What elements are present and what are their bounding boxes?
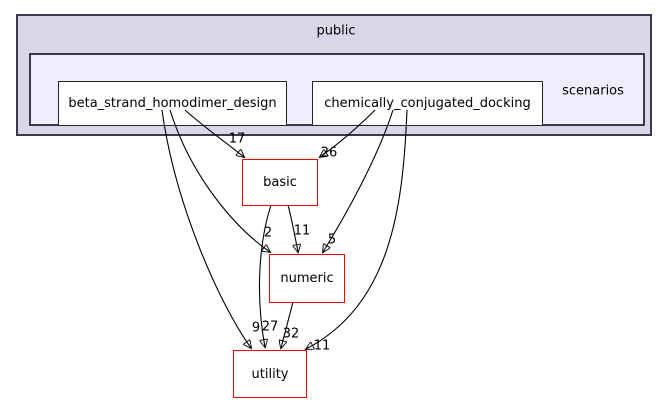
edge-chem-to-utility (306, 109, 408, 349)
node-utility[interactable]: utility (233, 350, 307, 398)
cluster-scenarios-label[interactable]: scenarios (562, 83, 624, 99)
edge-beta-to-basic (184, 109, 244, 157)
node-beta-strand-homodimer-design-label: beta_strand_homodimer_design (68, 96, 277, 111)
edge-label-chem-to-basic[interactable]: 26 (320, 145, 338, 161)
edge-numeric-to-utility (281, 301, 294, 348)
edge-label-basic-to-numeric[interactable]: 11 (293, 223, 311, 239)
edge-basic-to-numeric (287, 204, 298, 252)
node-chemically-conjugated-docking-label: chemically_conjugated_docking (324, 96, 531, 111)
node-numeric[interactable]: numeric (269, 254, 345, 303)
edge-beta-to-utility (161, 109, 251, 348)
edge-basic-to-utility (258, 204, 272, 347)
edge-label-chem-to-utility[interactable]: 11 (313, 338, 331, 354)
node-numeric-label: numeric (280, 271, 334, 286)
edge-label-chem-to-numeric[interactable]: 5 (327, 232, 337, 248)
node-utility-label: utility (251, 366, 289, 382)
node-basic[interactable]: basic (242, 159, 318, 206)
edge-label-beta-to-utility[interactable]: 9 (251, 320, 261, 336)
edge-label-beta-to-numeric[interactable]: 2 (263, 225, 273, 241)
edge-beta-to-numeric (169, 109, 270, 252)
edge-chem-to-numeric (323, 109, 394, 252)
cluster-public-label[interactable]: public (316, 23, 356, 39)
edge-label-numeric-to-utility[interactable]: 32 (282, 326, 300, 342)
node-basic-label: basic (263, 175, 297, 190)
edge-label-beta-to-basic[interactable]: 17 (228, 131, 246, 147)
edge-label-basic-to-utility[interactable]: 27 (261, 319, 279, 335)
node-chemically-conjugated-docking[interactable]: chemically_conjugated_docking (312, 81, 543, 126)
edge-chem-to-basic (320, 109, 376, 157)
